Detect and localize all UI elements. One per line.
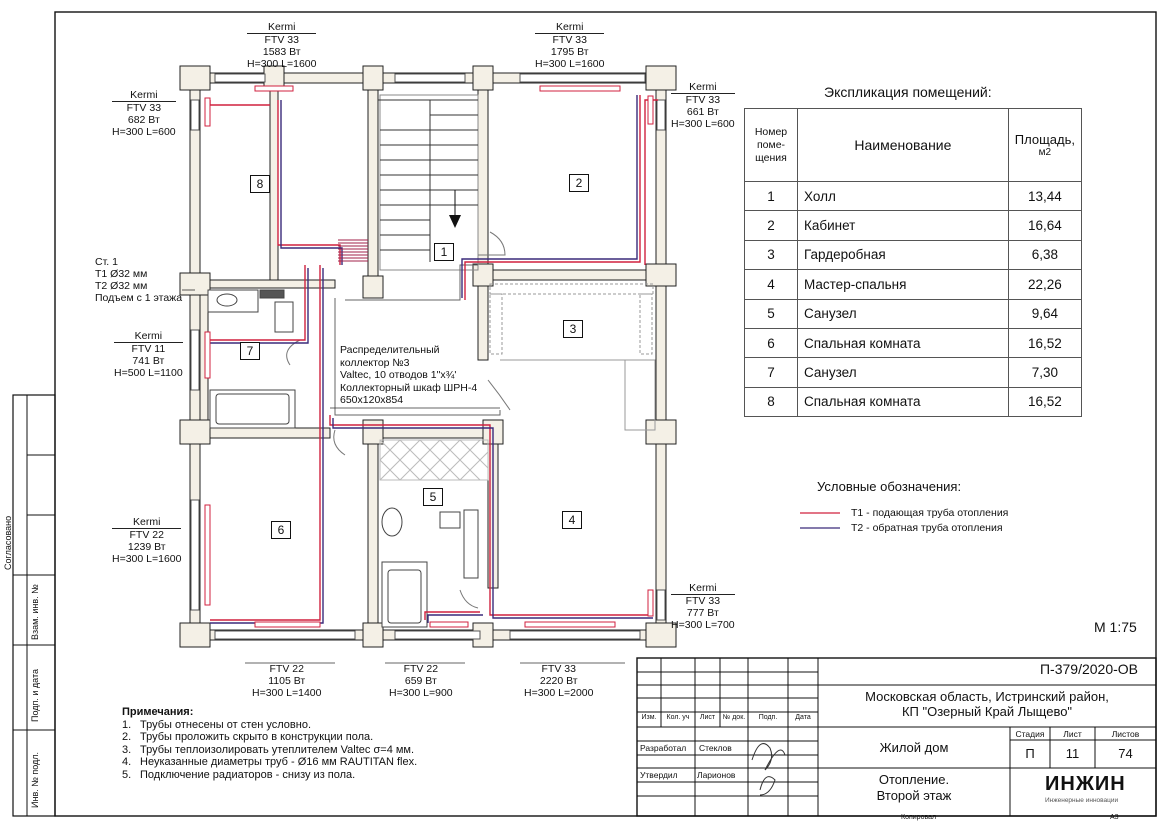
approved-label: Утвердил xyxy=(640,770,678,780)
col-header: Кол. уч xyxy=(666,714,690,721)
location: Московская область, Истринский район,КП … xyxy=(865,689,1109,719)
company-logo: ИНЖИН xyxy=(1045,773,1126,795)
side-inv-orig: Инв. № подл. xyxy=(30,751,40,808)
copied-label: Копировал xyxy=(901,814,937,821)
side-agreed: Согласовано xyxy=(3,515,13,570)
side-sign-date: Подп. и дата xyxy=(30,668,40,722)
notes: Примечания: 1.Трубы отнесены от стен усл… xyxy=(122,706,418,781)
stage-value: П xyxy=(1025,746,1035,761)
scale: М 1:75 xyxy=(1094,619,1137,635)
col-header: Подп. xyxy=(758,714,778,721)
col-header: Изм. xyxy=(641,714,657,721)
col-header: Лист xyxy=(699,714,716,721)
company-logo-sub: Инженерные инновации xyxy=(1045,797,1119,804)
notes-title: Примечания: xyxy=(122,706,194,718)
room-label-2: 2 xyxy=(569,174,589,192)
legend-t2: Т2 - обратная труба отопления xyxy=(851,522,1003,534)
room-label-8: 8 xyxy=(250,175,270,193)
room-label-7: 7 xyxy=(240,342,260,360)
developed-label: Разработал xyxy=(640,743,687,753)
explication-table: Номер поме- щения Наименование Площадь,м… xyxy=(744,108,1083,418)
col-header: Дата xyxy=(795,714,811,721)
approved-name: Ларионов xyxy=(697,770,736,780)
doc-code: П-379/2020-ОВ xyxy=(1039,661,1138,677)
header-name: Наименование xyxy=(797,108,1009,182)
header-area: Площадь,м2 xyxy=(1007,108,1083,182)
sheet-value: 11 xyxy=(1065,746,1080,761)
sheet-label: Лист xyxy=(1063,729,1082,739)
sheets-label: Листов xyxy=(1111,729,1140,739)
legend-title: Условные обозначения: xyxy=(817,479,962,494)
sheets-value: 74 xyxy=(1118,746,1133,761)
room-label-5: 5 xyxy=(423,488,443,506)
developed-name: Стеклов xyxy=(699,743,732,753)
room-label-4: 4 xyxy=(562,511,582,529)
room-label-6: 6 xyxy=(271,521,291,539)
object-name: Жилой дом xyxy=(879,740,949,755)
stage-label: Стадия xyxy=(1015,729,1045,739)
room-label-1: 1 xyxy=(434,243,454,261)
room-label-3: 3 xyxy=(563,320,583,338)
paper-format: А3 xyxy=(1110,814,1119,821)
header-num: Номер поме- щения xyxy=(744,108,798,182)
legend-t1: Т1 - подающая труба отопления xyxy=(851,507,1009,519)
side-inv-replace: Взам. инв. № xyxy=(30,584,40,640)
sheet-title: Отопление.Второй этаж xyxy=(876,772,952,803)
explication-title: Экспликация помещений: xyxy=(824,84,992,100)
col-header: № док. xyxy=(722,714,746,721)
